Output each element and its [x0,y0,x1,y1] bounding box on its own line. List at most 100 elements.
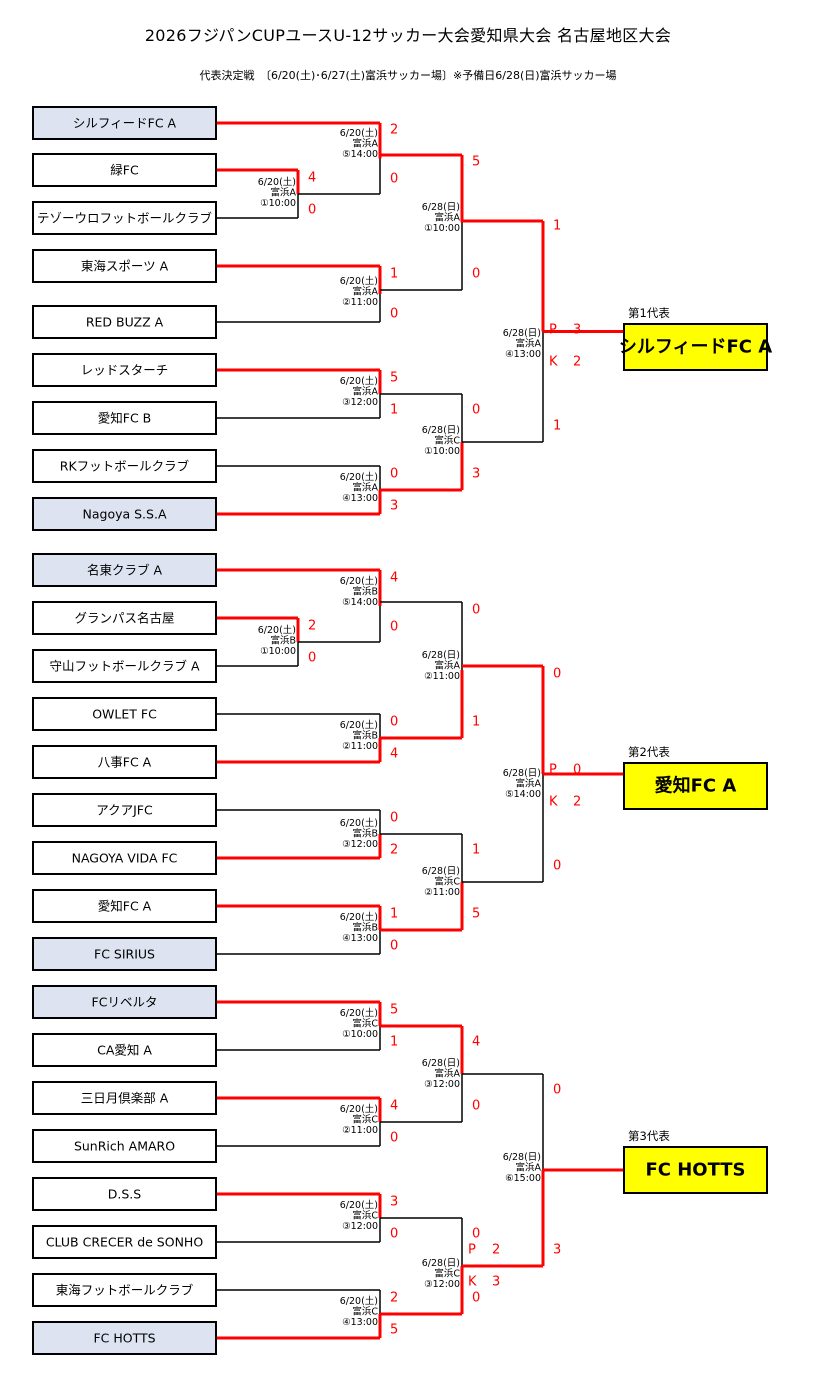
team-entry: アクアJFC [32,793,217,827]
match-date: 6/20(土) [340,375,378,387]
pk-label: K [468,1275,477,1290]
team-entry: 八事FC A [32,745,217,779]
score: 3 [390,1195,398,1210]
team-box [32,649,217,683]
match-venue: 富浜A [353,138,379,150]
score: 0 [553,859,561,874]
team-box [32,553,217,587]
team-box [32,201,217,235]
bracket-lines [216,121,624,1340]
page-subtitle: 代表決定戦 〔6/20(土)･6/27(土)富浜サッカー場〕※予備日6/28(日… [199,69,617,82]
score: 3 [553,1243,561,1258]
team-name: 東海フットボールクラブ [56,1283,194,1298]
score: 0 [472,1227,480,1242]
team-entry: レッドスターチ [32,353,217,387]
match-time: ⑥15:00 [505,1173,541,1184]
team-name: アクアJFC [96,803,153,818]
match-venue: 富浜C [434,435,460,447]
team-box [32,1033,217,1067]
match-date: 6/28(日) [422,425,460,436]
match-time: ④13:00 [342,493,378,504]
team-name: 愛知FC A [98,899,152,914]
score: 0 [553,1083,561,1098]
team-name: 愛知FC B [98,411,151,426]
representative-team: 愛知FC A [655,775,737,797]
match-time: ①10:00 [342,1029,378,1040]
score: 5 [472,907,480,922]
team-name: CA愛知 A [97,1043,152,1058]
team-name: D.S.S [108,1187,142,1202]
match-venue: 富浜A [271,187,297,199]
pk-label: K [549,355,558,370]
team-name: CLUB CRECER de SONHO [46,1235,203,1250]
team-box [32,697,217,731]
team-box [32,889,217,923]
match-venue: 富浜C [352,1114,378,1126]
score: 4 [390,1099,398,1114]
match-venue: 富浜C [352,1210,378,1222]
team-box [32,937,217,971]
match-venue: 富浜C [434,1268,460,1280]
score: 0 [390,1131,398,1146]
pk-label: K [549,795,558,810]
match-venue: 富浜A [516,1162,542,1174]
team-box [32,985,217,1019]
team-entry: FC SIRIUS [32,937,217,971]
score: 0 [390,620,398,635]
team-name: 東海スポーツ A [81,259,169,274]
pk-label: P [468,1243,476,1258]
match-venue: 富浜A [353,482,379,494]
score: 0 [472,1099,480,1114]
score: 1 [390,267,398,282]
score: 2 [390,123,398,138]
score: 5 [472,155,480,170]
team-box [32,153,217,187]
match-date: 6/20(土) [340,817,378,829]
match-venue: 富浜B [270,635,296,647]
score: 0 [472,403,480,418]
match-venue: 富浜B [352,586,378,598]
score: 0 [390,811,398,826]
score: 1 [390,907,398,922]
score: 1 [390,1035,398,1050]
match-date: 6/20(土) [340,275,378,287]
score: 1 [472,843,480,858]
team-name: FC SIRIUS [94,947,155,962]
score: 1 [472,715,480,730]
match-date: 6/28(日) [422,1058,460,1069]
match-time: ①10:00 [424,223,460,234]
match-time: ②11:00 [342,1125,378,1136]
pk-score: 2 [573,355,581,370]
team-box [32,1081,217,1115]
representative-box [623,762,768,810]
team-box [32,106,217,140]
score: 4 [472,1035,480,1050]
score: 5 [390,1003,398,1018]
team-entry: CA愛知 A [32,1033,217,1067]
score: 0 [390,1227,398,1242]
match-date: 6/28(日) [503,1152,541,1163]
team-name: テゾーウロフットボールクラブ [37,211,213,226]
score: 0 [390,172,398,187]
team-box [32,401,217,435]
team-entry: シルフィードFC A [32,106,217,140]
representative-box [623,323,768,371]
team-name: レッドスターチ [81,363,169,378]
team-entry: 東海フットボールクラブ [32,1273,217,1307]
match-info-list: 6/20(土)富浜A①10:006/20(土)富浜A⑤14:006/20(土)富… [258,127,542,1328]
match-time: ③12:00 [342,839,378,850]
match-time: ④13:00 [342,1317,378,1328]
team-box [32,793,217,827]
team-entry: 東海スポーツ A [32,249,217,283]
match-time: ①10:00 [260,198,296,209]
